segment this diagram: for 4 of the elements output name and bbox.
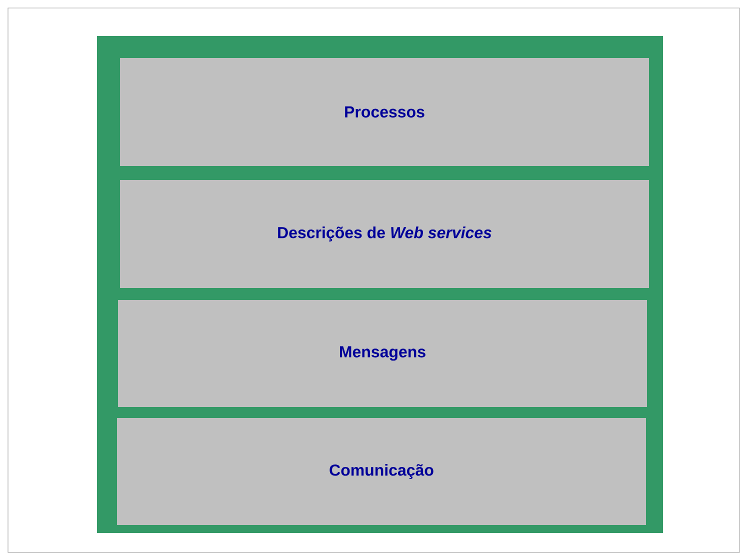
layer-box: Comunicação (117, 418, 646, 525)
layer-box: Mensagens (118, 300, 647, 407)
layer-box: Descrições de Web services (120, 180, 649, 288)
layer-box: Processos (120, 58, 649, 166)
